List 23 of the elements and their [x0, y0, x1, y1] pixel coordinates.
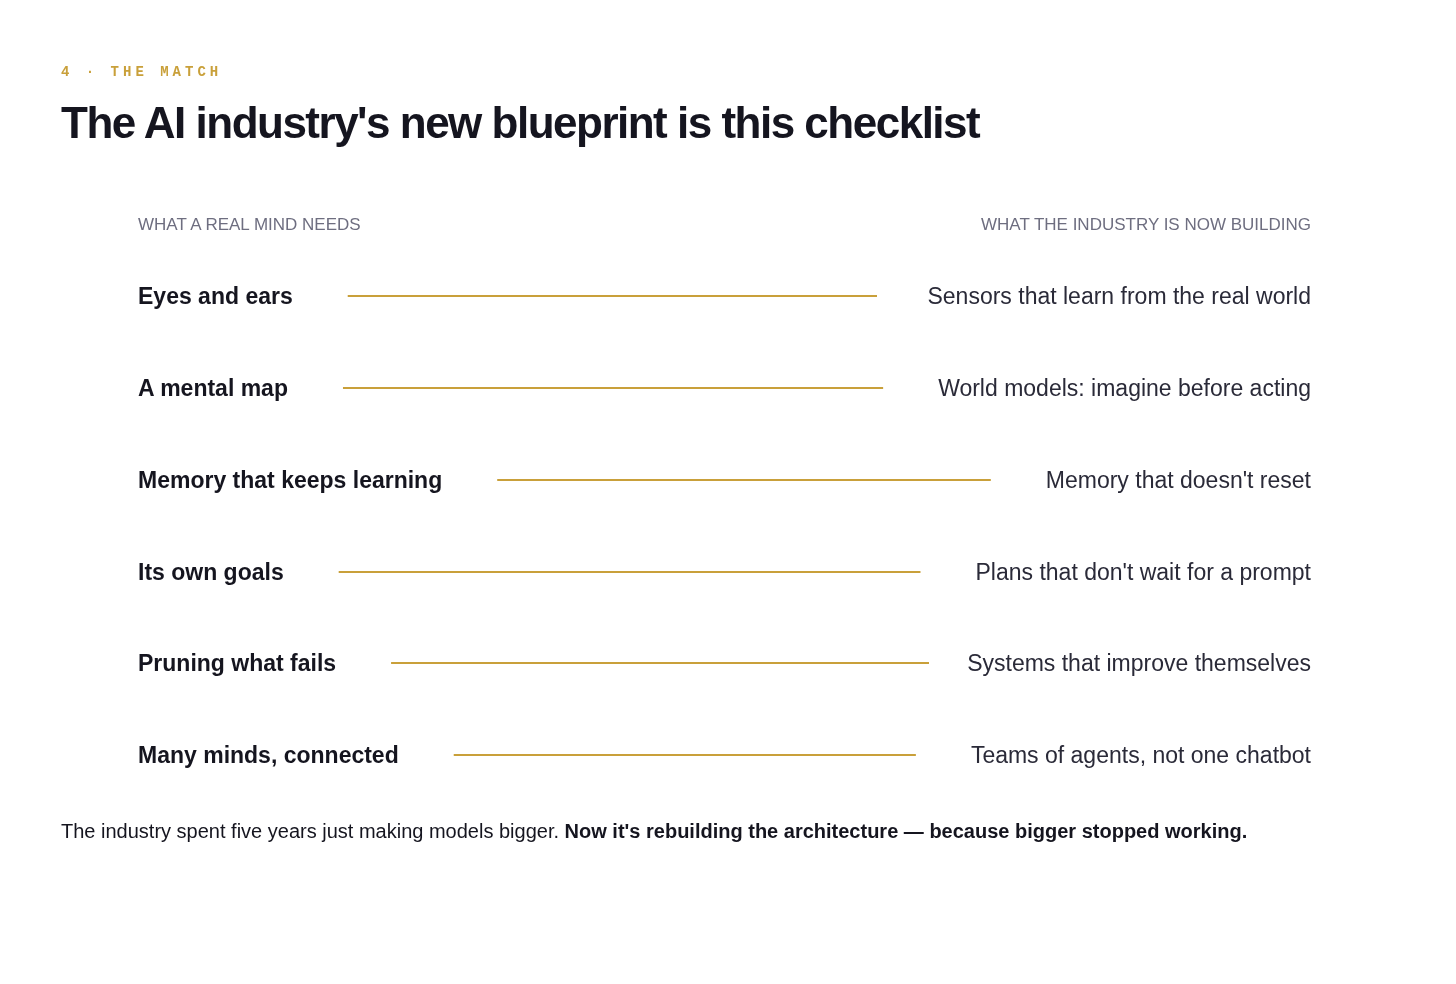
connector-line — [346, 295, 878, 297]
column-header: WHAT A REAL MIND NEEDS — [138, 215, 361, 235]
building-label: Sensors that learn from the real world — [927, 283, 1311, 309]
title: The AI industry's new blueprint is this checklist — [61, 98, 980, 148]
connector-line — [337, 571, 922, 573]
need-label: Eyes and ears — [138, 283, 293, 309]
column-header: WHAT THE INDUSTRY IS NOW BUILDING — [981, 215, 1311, 235]
caption: The industry spent five years just making models bigger. Now it's rebuilding the architecture — because bigger stopped working. — [61, 820, 1248, 843]
building-label: Memory that doesn't reset — [1045, 467, 1311, 493]
connector-line — [452, 754, 917, 756]
building-label: World models: imagine before acting — [938, 375, 1311, 401]
section-kicker: 4 · THE MATCH — [61, 64, 223, 80]
building-label: Teams of agents, not one chatbot — [970, 742, 1311, 768]
need-label: A mental map — [138, 375, 288, 401]
connector-line — [342, 387, 885, 389]
need-label: Its own goals — [138, 559, 284, 585]
need-label: Memory that keeps learning — [138, 467, 443, 493]
connector-line — [496, 479, 992, 481]
need-label: Pruning what fails — [138, 650, 337, 676]
building-label: Plans that don't wait for a prompt — [975, 559, 1311, 585]
building-label: Systems that improve themselves — [967, 650, 1311, 676]
connector-line — [390, 662, 930, 664]
need-label: Many minds, connected — [138, 742, 399, 768]
